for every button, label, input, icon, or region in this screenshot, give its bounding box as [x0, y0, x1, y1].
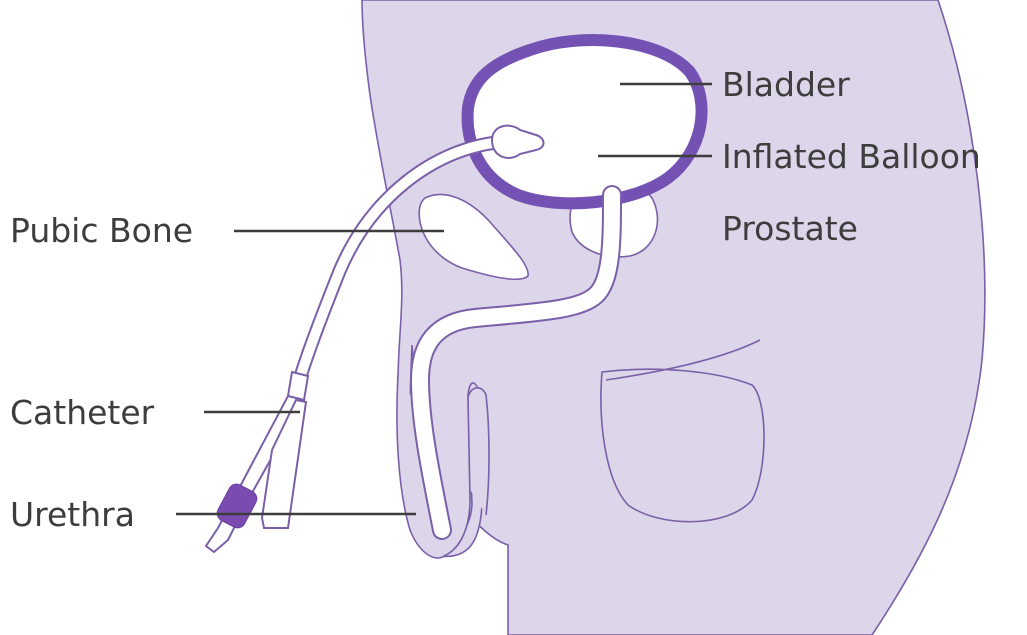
label-bladder: Bladder [722, 65, 850, 104]
label-pubic-bone: Pubic Bone [10, 211, 193, 250]
scrotum [601, 369, 764, 521]
label-inflated-balloon: Inflated Balloon [722, 137, 981, 176]
label-catheter: Catheter [10, 393, 155, 432]
label-urethra: Urethra [10, 495, 135, 534]
bladder [468, 40, 702, 203]
label-prostate: Prostate [722, 209, 858, 248]
